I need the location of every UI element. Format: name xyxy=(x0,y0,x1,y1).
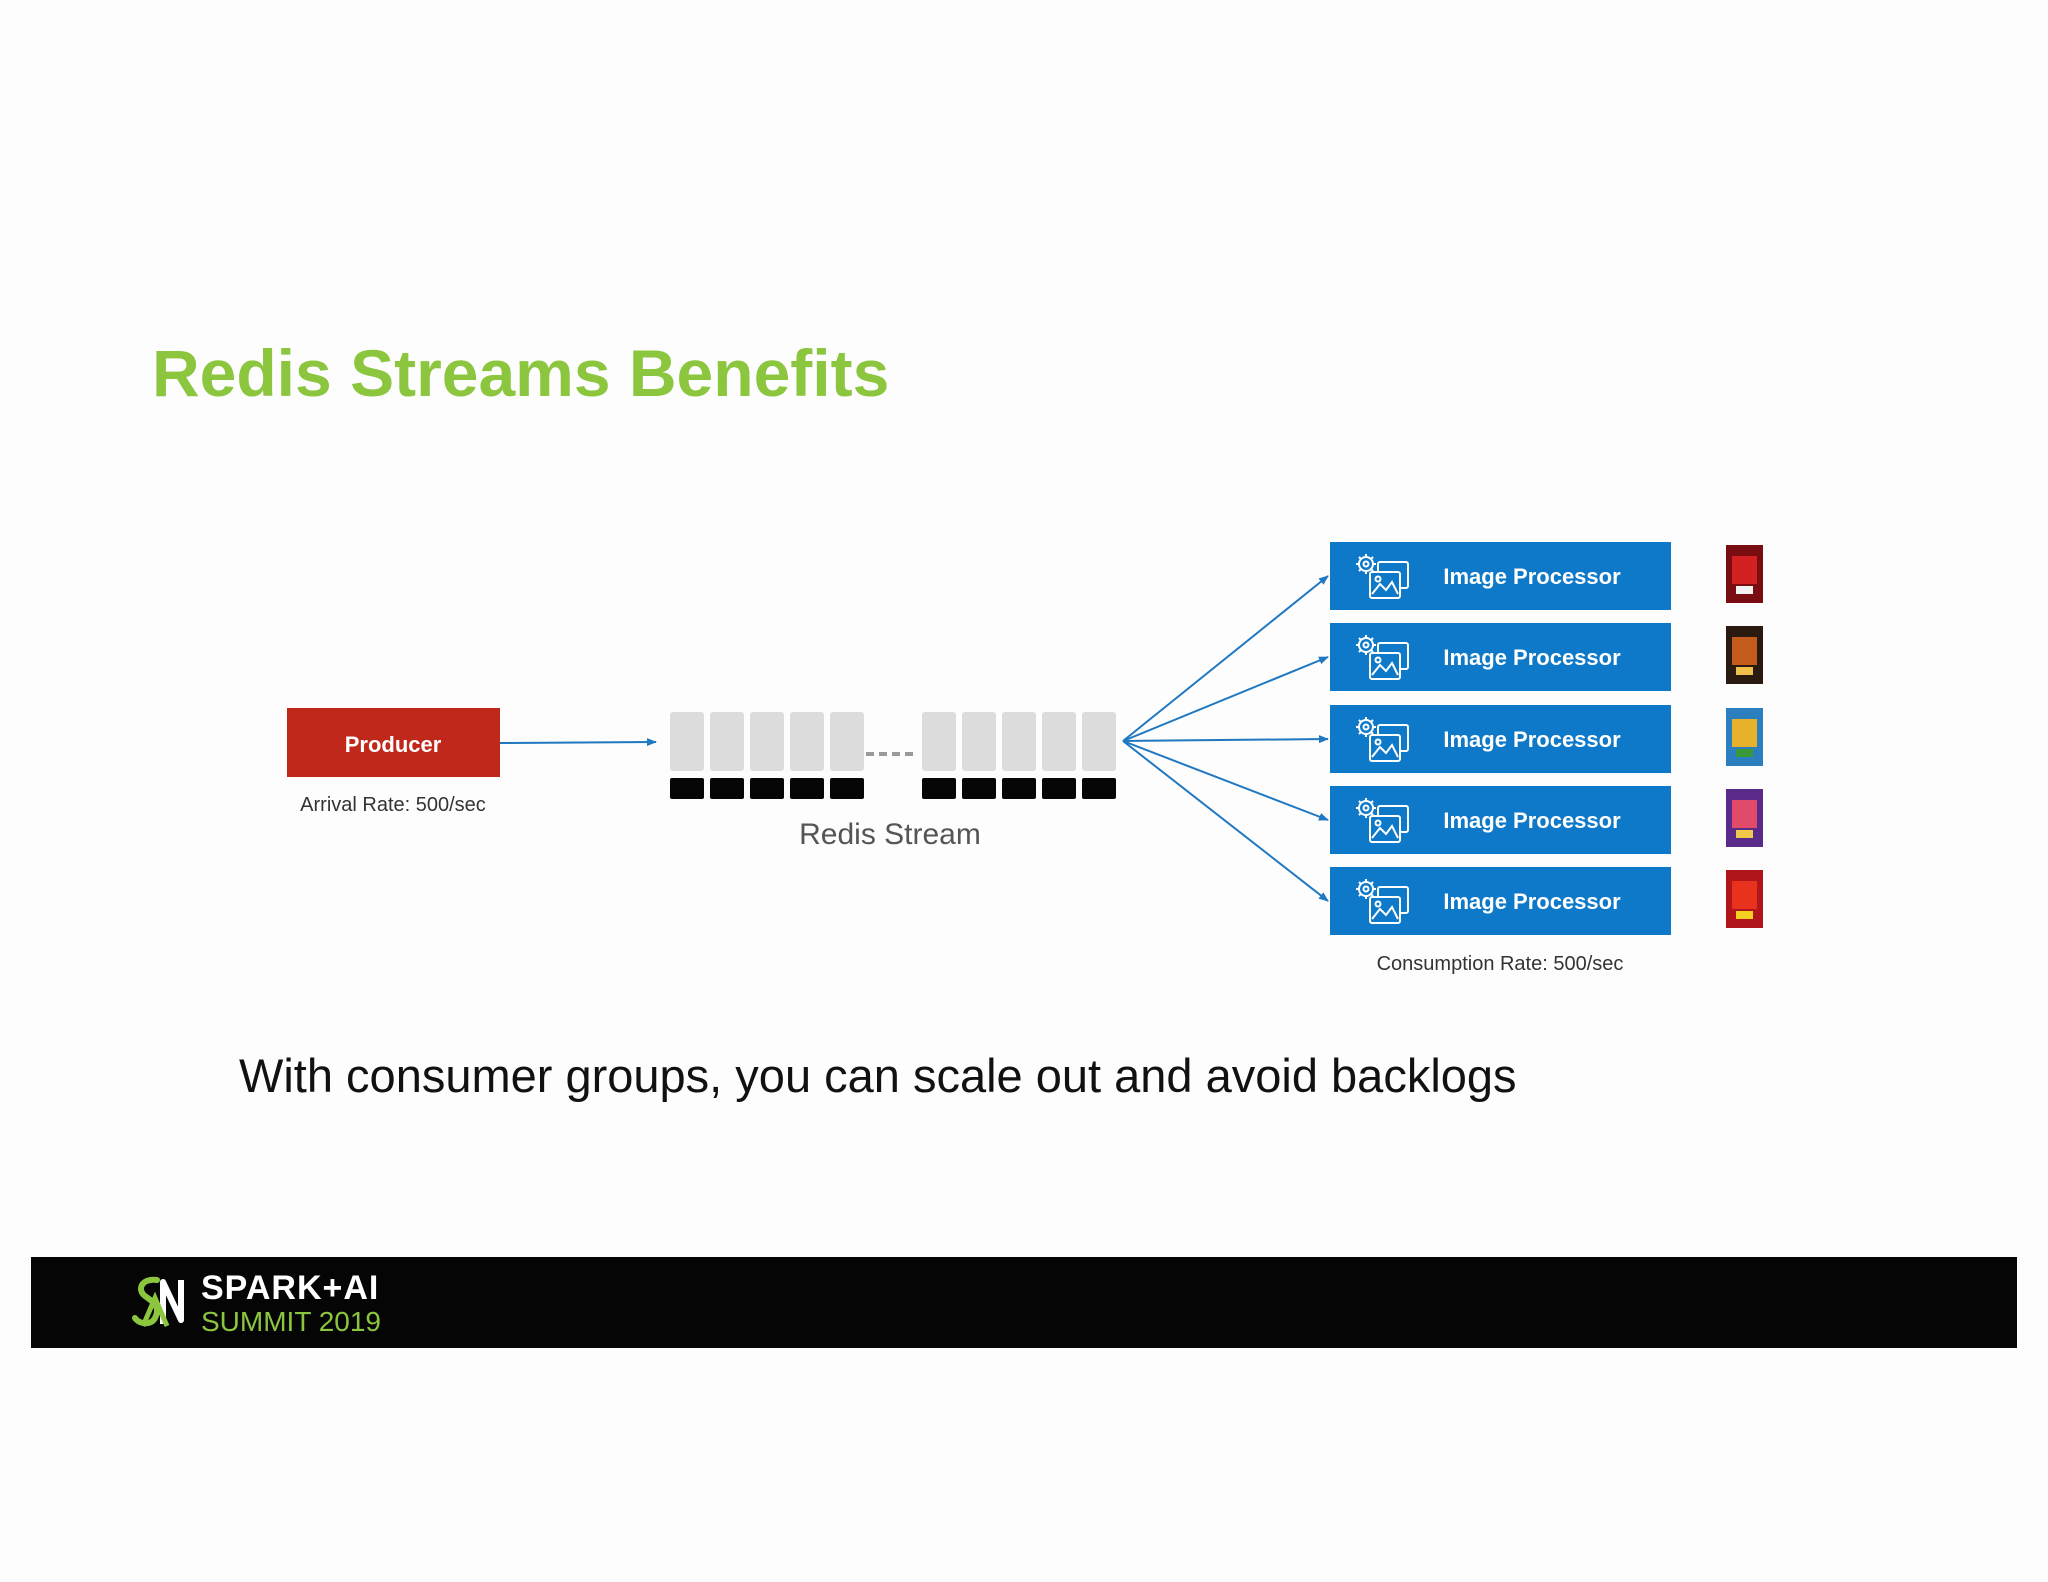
stream-to-processor-arrow xyxy=(1122,740,1329,821)
stream-entry xyxy=(922,712,956,771)
image-processor-label: Image Processor xyxy=(1443,889,1621,914)
image-processor-node: Image Processor xyxy=(1330,542,1763,610)
image-processor-node: Image Processor xyxy=(1330,705,1763,773)
image-processor-label: Image Processor xyxy=(1443,645,1621,670)
footer-bar: SPARK+AI SUMMIT 2019 xyxy=(31,1257,2017,1348)
stream-to-processor-arrow xyxy=(1122,735,1329,744)
stream-entry xyxy=(1042,712,1076,771)
stream-entry-id xyxy=(1002,778,1036,799)
image-processor-label: Image Processor xyxy=(1443,564,1621,589)
movie-poster-icon xyxy=(1726,626,1763,684)
producer-node: Producer xyxy=(287,708,500,777)
stream-entry-id xyxy=(750,778,784,799)
image-gear-icon xyxy=(1356,554,1409,599)
producer-label: Producer xyxy=(345,732,442,757)
consumption-rate-label: Consumption Rate: 500/sec xyxy=(1377,953,1624,975)
stream-entry-id xyxy=(790,778,824,799)
slide-subtitle: With consumer groups, you can scale out … xyxy=(239,1049,1517,1102)
footer-event: SUMMIT 2019 xyxy=(201,1306,381,1337)
image-gear-icon xyxy=(1356,635,1409,680)
arrival-rate-label: Arrival Rate: 500/sec xyxy=(300,794,486,816)
stream-entry xyxy=(790,712,824,771)
movie-poster-icon xyxy=(1726,870,1763,928)
stream-entry-id xyxy=(922,778,956,799)
image-gear-icon xyxy=(1356,879,1409,924)
producer-to-stream-arrow xyxy=(499,738,657,747)
stream-entry-id xyxy=(830,778,864,799)
stream-to-processor-arrow xyxy=(1122,575,1329,742)
movie-poster-icon xyxy=(1726,708,1763,766)
stream-entry-id xyxy=(710,778,744,799)
footer-brand: SPARK+AI xyxy=(201,1269,380,1307)
image-processor-node: Image Processor xyxy=(1330,867,1763,935)
image-processor-node: Image Processor xyxy=(1330,786,1763,854)
stream-entry xyxy=(830,712,864,771)
stream-entry xyxy=(1002,712,1036,771)
stream-entry xyxy=(1082,712,1116,771)
connector-layer xyxy=(499,575,1329,902)
image-processor-label: Image Processor xyxy=(1443,808,1621,833)
stream-to-processor-arrow xyxy=(1122,740,1329,902)
spark-ai-summit-logo-icon xyxy=(132,1276,184,1327)
stream-to-processor-arrow xyxy=(1122,656,1329,742)
redis-stream xyxy=(670,712,1116,799)
image-gear-icon xyxy=(1356,798,1409,843)
stream-entry-id xyxy=(1042,778,1076,799)
image-processor-node: Image Processor xyxy=(1330,623,1763,691)
stream-entry xyxy=(962,712,996,771)
image-gear-icon xyxy=(1356,717,1409,762)
stream-label: Redis Stream xyxy=(799,818,981,851)
stream-entry-id xyxy=(1082,778,1116,799)
stream-entry xyxy=(670,712,704,771)
stream-entry xyxy=(750,712,784,771)
slide-title: Redis Streams Benefits xyxy=(152,336,890,410)
movie-poster-icon xyxy=(1726,789,1763,847)
producer-box xyxy=(287,708,500,777)
image-processor-label: Image Processor xyxy=(1443,727,1621,752)
stream-entry-id xyxy=(670,778,704,799)
stream-entry xyxy=(710,712,744,771)
stream-entry-id xyxy=(962,778,996,799)
movie-poster-icon xyxy=(1726,545,1763,603)
